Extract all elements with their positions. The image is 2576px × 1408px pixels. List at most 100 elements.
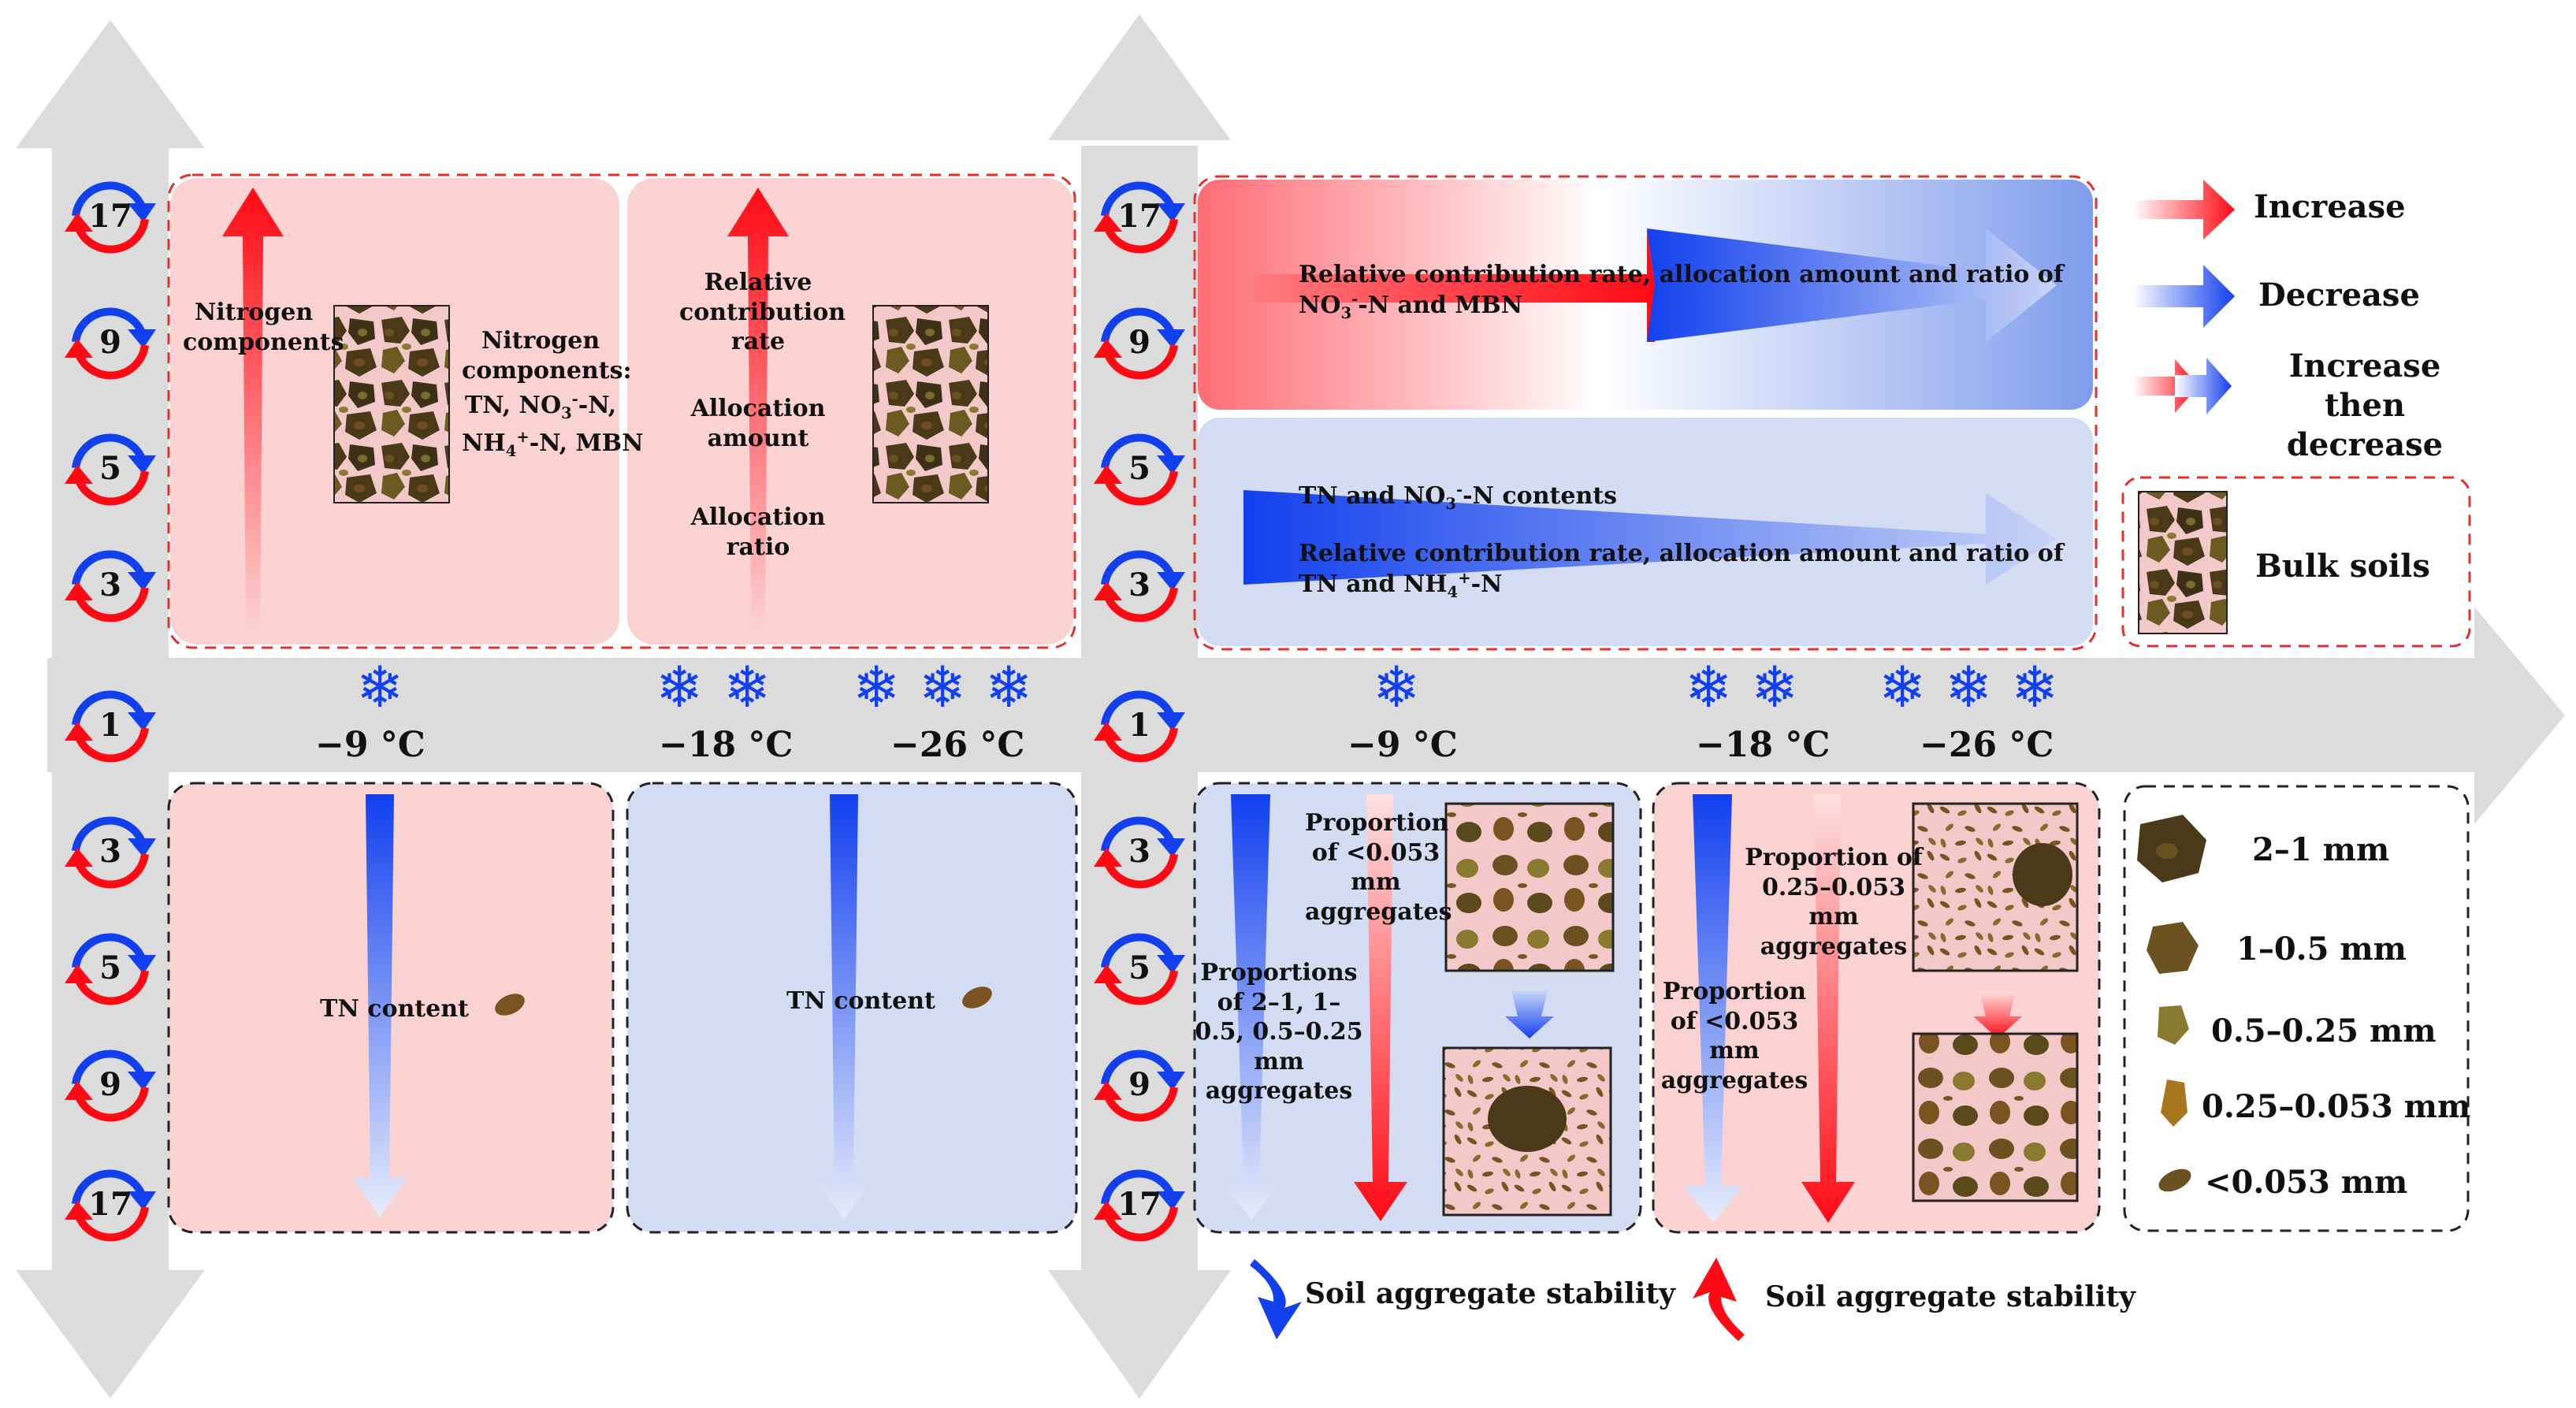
decrease-arrow-aggregate-1 — [1221, 794, 1281, 1220]
freeze-thaw-cycle-icon — [1094, 433, 1185, 506]
freeze-thaw-cycle-icon — [1094, 550, 1185, 622]
cycle-column-middle — [1094, 181, 1185, 1242]
legend-bulk-soil-image — [2138, 491, 2228, 634]
cycle-number-label: 5 — [99, 949, 121, 986]
cycle-column-left — [65, 181, 156, 1242]
increase-then-decrease-arrow-right — [1647, 228, 2057, 342]
cycle-number-label: 3 — [99, 833, 121, 870]
freeze-thaw-cycle-icon — [65, 550, 156, 622]
snowflake-icon: ❄ — [985, 654, 1033, 720]
temperature-label-minus-18-aggregate: −18 °C — [1696, 725, 1831, 765]
freeze-thaw-cycle-icon — [1094, 1169, 1185, 1242]
proportion-large-aggregates-label: Proportions of 2–1, 1–0.5, 0.5–0.25 mm a… — [1195, 959, 1363, 1105]
snowflake-icon: ❄ — [1685, 654, 1733, 720]
legend — [2121, 180, 2471, 1232]
legend-size-0.25-0.053-label: 0.25–0.053 mm — [2202, 1088, 2471, 1125]
decrease-arrow-aggregate-upper — [1243, 490, 2057, 585]
legend-increase-arrow — [2132, 180, 2235, 240]
legend-size-0.5-0.25-label: 0.5–0.25 mm — [2211, 1012, 2437, 1049]
cycle-number-label: 1 — [1128, 707, 1150, 744]
aggregate-upper-frame — [1193, 175, 2098, 651]
cycle-number-label: 3 — [1128, 833, 1150, 870]
increase-then-decrease-arrow-left — [1255, 228, 1655, 342]
cycle-number-label: 3 — [99, 567, 121, 604]
bulk-soil-image-2 — [872, 305, 989, 503]
legend-decrease-label: Decrease — [2258, 277, 2420, 314]
temperature-label-minus-26-bulk: −26 °C — [890, 725, 1025, 765]
snowflake-icon: ❄ — [1751, 654, 1799, 720]
freeze-thaw-cycle-icon — [65, 690, 156, 763]
freeze-thaw-cycle-icon — [1094, 1049, 1185, 1122]
transition-arrow-2 — [1973, 991, 2022, 1038]
snowflake-icon: ❄ — [1373, 654, 1421, 720]
tn-content-label-2: TN content — [786, 987, 935, 1015]
legend-size-0.5-0.25-icon — [2158, 1005, 2189, 1045]
freeze-thaw-cycle-icon — [65, 816, 156, 889]
legend-increase-then-decrease-red — [2132, 359, 2199, 413]
cycle-number-label: 5 — [1128, 450, 1150, 487]
snowflake-icon: ❄ — [1945, 654, 1993, 720]
bulk-upper-panel-2 — [627, 178, 1073, 645]
cycle-number-label: 17 — [88, 1186, 132, 1223]
cycle-number-label: 5 — [99, 450, 121, 487]
tiny-aggregate-icon-1 — [495, 994, 525, 1016]
tn-content-label-1: TN content — [320, 995, 469, 1023]
decrease-arrow-bulk-1 — [353, 794, 407, 1217]
freeze-thaw-cycle-icon — [65, 933, 156, 1005]
horizontal-arrow-head — [2474, 607, 2565, 824]
temperature-label-minus-26-aggregate: −26 °C — [1920, 725, 2054, 765]
bulk-nitrogen-components-list: Nitrogen components: TN, NO3--N, NH4+-N,… — [462, 327, 644, 461]
temperature-label-minus-9-bulk: −9 °C — [315, 725, 426, 765]
aggregate-tn-contents-label: TN and NO3--N contents — [1299, 481, 1618, 513]
horizontal-arrow-body — [47, 658, 2474, 772]
legend-size-0.25-0.053-icon — [2161, 1079, 2188, 1127]
cycle-number-label: 3 — [1128, 567, 1150, 604]
snowflake-icon: ❄ — [1879, 654, 1927, 720]
stability-up-icon — [1693, 1258, 1745, 1341]
freeze-thaw-cycle-icon — [65, 181, 156, 254]
legend-bulk-frame — [2121, 476, 2471, 648]
snowflake-icon: ❄ — [723, 654, 771, 720]
freeze-thaw-cycle-icon — [65, 1169, 156, 1242]
proportion-mid-aggregates-label: Proportion of 0.25–0.053 mm aggregates — [1745, 844, 1923, 960]
freeze-thaw-cycle-icon — [1094, 816, 1185, 889]
proportion-small-aggregates-label-1: Proportion of <0.053 mm aggregates — [1305, 809, 1452, 926]
aggregate-nitrate-label: Relative contribution rate, allocation a… — [1299, 261, 2064, 322]
cycle-number-label: 9 — [99, 324, 121, 361]
cycle-number-label: 9 — [1128, 324, 1150, 361]
legend-size-frame — [2123, 785, 2470, 1232]
snowflake-icon: ❄ — [919, 654, 967, 720]
legend-size-1-0.5-label: 1–0.5 mm — [2236, 931, 2407, 968]
freeze-thaw-cycle-icon — [1094, 307, 1185, 380]
legend-increase-then-decrease-label: Increase then decrease — [2286, 347, 2444, 463]
freeze-thaw-cycle-icon — [65, 433, 156, 506]
bulk-nitrogen-components-label: Nitrogen components — [183, 299, 344, 356]
increase-arrow-bulk-1 — [222, 188, 284, 630]
bulk-soil-image-1 — [333, 305, 450, 503]
increase-arrow-aggregate-1 — [1354, 794, 1407, 1221]
transition-arrow-1 — [1505, 991, 1554, 1038]
legend-bulk-soils-label: Bulk soils — [2255, 548, 2430, 585]
decrease-arrow-bulk-2 — [817, 794, 871, 1220]
cycle-number-label: 9 — [99, 1066, 121, 1103]
legend-decrease-arrow — [2132, 265, 2235, 328]
stability-down-icon — [1250, 1259, 1302, 1339]
cycle-number-label: 17 — [88, 198, 132, 235]
decrease-arrow-aggregate-2 — [1683, 794, 1743, 1223]
freeze-thaw-cycle-icon — [65, 1049, 156, 1122]
cycle-number-label: 1 — [99, 707, 121, 744]
tiny-aggregate-icon-2 — [962, 986, 992, 1009]
temperature-label-minus-9-aggregate: −9 °C — [1347, 725, 1458, 765]
bulk-upper-frame — [167, 173, 1076, 649]
freeze-thaw-cycle-icon — [1094, 181, 1185, 254]
snowflake-icon: ❄ — [356, 654, 404, 720]
cycle-number-label: 17 — [1117, 198, 1162, 235]
proportion-small-aggregates-label-2: Proportion of <0.053 mm aggregates — [1660, 978, 1808, 1094]
allocation-amount-label: Allocation amount — [690, 395, 826, 452]
freeze-thaw-cycle-icon — [65, 307, 156, 380]
snowflake-icon: ❄ — [2011, 654, 2059, 720]
aggregate-image-after-2 — [1912, 1032, 2079, 1202]
legend-size-lt-0.053-label: <0.053 mm — [2205, 1164, 2408, 1201]
legend-size-lt-0.053-icon — [2158, 1168, 2191, 1192]
